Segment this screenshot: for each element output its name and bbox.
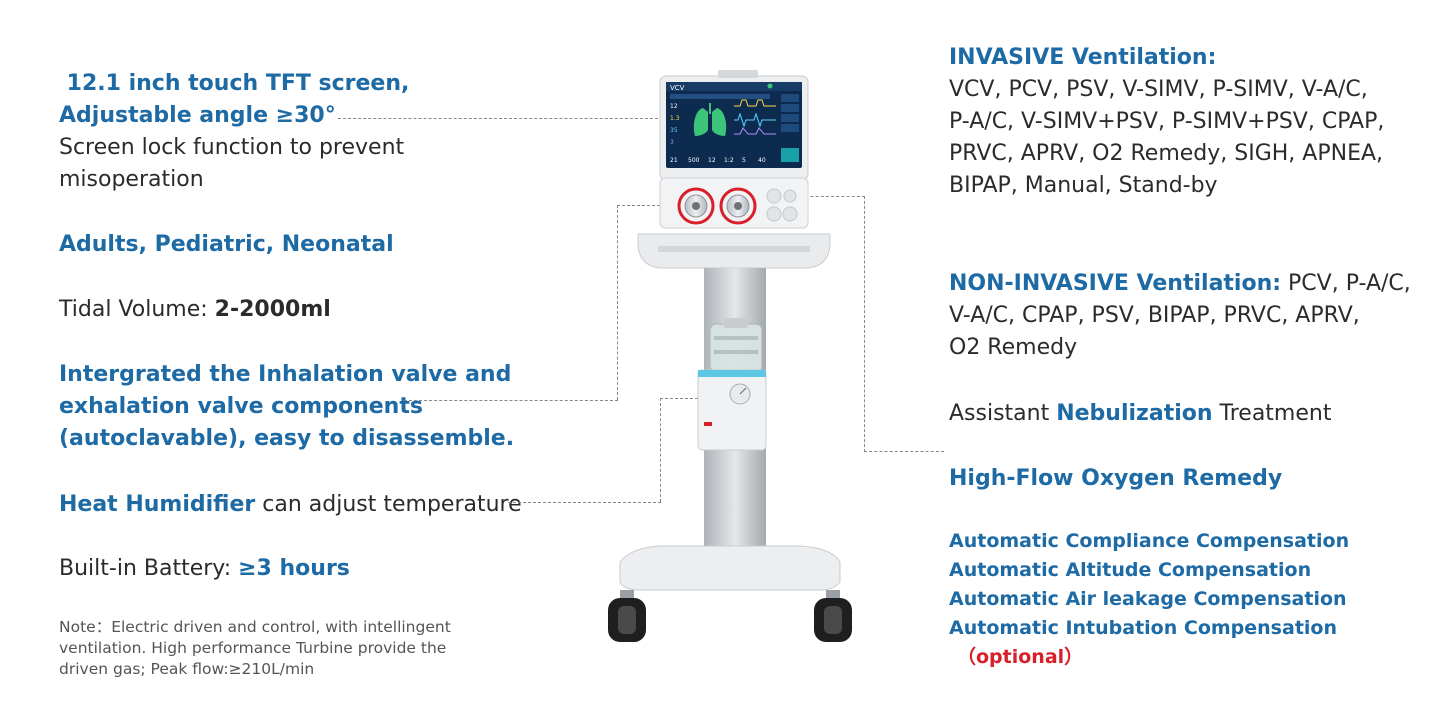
stand-base <box>619 545 841 591</box>
screen-angle-line: Adjustable angle ≥30° <box>59 103 336 128</box>
leader-humid-bottom <box>508 502 661 503</box>
screen-value-7: 12 <box>708 157 716 164</box>
valve-line-3: (autoclavable), easy to disassemble. <box>59 426 515 451</box>
tidal-volume: Tidal Volume: 2-2000ml <box>59 294 331 326</box>
air-leakage-compensation: Automatic Air leakage Compensation <box>949 588 1347 610</box>
humidifier-base[interactable] <box>697 369 767 451</box>
noninvasive-ventilation: NON-INVASIVE Ventilation: PCV, P-A/C, V-… <box>949 268 1411 364</box>
nebulization-label: Nebulization <box>1056 401 1213 426</box>
monitor-handle <box>718 70 758 78</box>
humidifier-logo <box>704 422 712 426</box>
screen-value-4: 3 <box>670 139 674 146</box>
status-icon <box>767 83 773 89</box>
lung-left-icon <box>693 108 708 136</box>
screen-confirm-button[interactable] <box>781 148 799 162</box>
valve-line-1: Intergrated the Inhalation valve and <box>59 362 512 387</box>
inhalation-valve[interactable] <box>677 187 715 225</box>
screen-value-2: 1.3 <box>670 115 680 122</box>
invasive-modes-3: PRVC, APRV, O2 Remedy, SIGH, APNEA, <box>949 141 1384 166</box>
control-knobs[interactable] <box>766 188 798 222</box>
altitude-compensation: Automatic Altitude Compensation <box>949 559 1312 581</box>
nebulization-suffix: Treatment <box>1212 401 1332 426</box>
screen-mode: VCV <box>670 84 685 92</box>
screen-lock-line-2: misoperation <box>59 167 204 192</box>
humidifier-feature: Heat Humidifier can adjust temperature <box>59 489 522 521</box>
battery-label: Built-in Battery: <box>59 556 239 581</box>
screen-value-5: 21 <box>670 157 678 164</box>
valve-feature: Intergrated the Inhalation valve and exh… <box>59 359 514 455</box>
leader-humid-vertical <box>660 398 661 502</box>
noninvasive-title: NON-INVASIVE Ventilation: <box>949 271 1282 296</box>
nebulization-feature: Assistant Nebulization Treatment <box>949 398 1331 430</box>
battery-feature: Built-in Battery: ≥3 hours <box>59 553 350 585</box>
screen-value-10: 40 <box>758 157 766 164</box>
humidifier-chamber <box>709 318 763 373</box>
touch-screen[interactable]: VCV 12 1.3 35 3 21 500 12 1:2 5 40 <box>666 82 802 168</box>
leader-valve-vertical <box>617 205 618 400</box>
nebulization-prefix: Assistant <box>949 401 1057 426</box>
invasive-modes-2: P-A/C, V-SIMV+PSV, P-SIMV+PSV, CPAP, <box>949 109 1385 134</box>
exhalation-valve[interactable] <box>719 187 757 225</box>
leader-neb-vertical <box>864 196 865 452</box>
invasive-title: INVASIVE Ventilation: <box>949 45 1217 70</box>
leader-humid-top <box>660 398 708 399</box>
compliance-compensation: Automatic Compliance Compensation <box>949 530 1350 552</box>
invasive-ventilation: INVASIVE Ventilation: VCV, PCV, PSV, V-S… <box>949 42 1384 202</box>
patient-types: Adults, Pediatric, Neonatal <box>59 232 394 257</box>
screen-value-8: 1:2 <box>724 157 734 164</box>
noninvasive-modes-3: O2 Remedy <box>949 335 1078 360</box>
screen-feature-title: 12.1 inch touch TFT screen, Adjustable a… <box>59 68 409 132</box>
battery-value: ≥3 hours <box>238 556 350 581</box>
compensation-list: Automatic Compliance Compensation Automa… <box>949 527 1349 672</box>
caster-wheel-left <box>608 590 646 642</box>
note-text: Note：Electric driven and control, with i… <box>59 618 451 678</box>
invasive-modes-1: VCV, PCV, PSV, V-SIMV, P-SIMV, V-A/C, <box>949 77 1368 102</box>
tidal-volume-label: Tidal Volume: <box>59 297 215 322</box>
screen-value-1: 12 <box>670 103 678 110</box>
invasive-modes-4: BIPAP, Manual, Stand-by <box>949 173 1218 198</box>
high-flow-oxygen: High-Flow Oxygen Remedy <box>949 466 1283 491</box>
leader-valve-top <box>617 205 675 206</box>
noninvasive-modes-2: V-A/C, CPAP, PSV, BIPAP, PRVC, APRV, <box>949 303 1360 328</box>
leader-neb-top <box>795 196 865 197</box>
screen-lock-line-1: Screen lock function to prevent <box>59 135 405 160</box>
tidal-volume-value: 2-2000ml <box>214 297 331 322</box>
ventilator-device: VCV 12 1.3 35 3 21 500 12 1:2 5 40 <box>608 70 852 642</box>
screen-value-9: 5 <box>742 157 746 164</box>
leader-valve-bottom <box>404 400 618 401</box>
screen-size-line: 12.1 inch touch TFT screen, <box>59 71 410 96</box>
caster-wheel-right <box>814 590 852 642</box>
noninvasive-modes-1: PCV, P-A/C, <box>1281 271 1411 296</box>
lung-right-icon <box>712 108 727 136</box>
screen-value-6: 500 <box>688 157 700 164</box>
valve-line-2: exhalation valve components <box>59 394 423 419</box>
screen-value-3: 35 <box>670 127 678 134</box>
optional-tag: （optional） <box>957 646 1084 668</box>
humidifier-desc: can adjust temperature <box>255 492 522 517</box>
screen-lock-desc: Screen lock function to prevent misopera… <box>59 132 404 196</box>
intubation-compensation: Automatic Intubation Compensation <box>949 617 1337 639</box>
leader-neb-bottom <box>864 451 944 452</box>
leader-screen <box>338 118 658 119</box>
humidifier-label: Heat Humidifier <box>59 492 256 517</box>
